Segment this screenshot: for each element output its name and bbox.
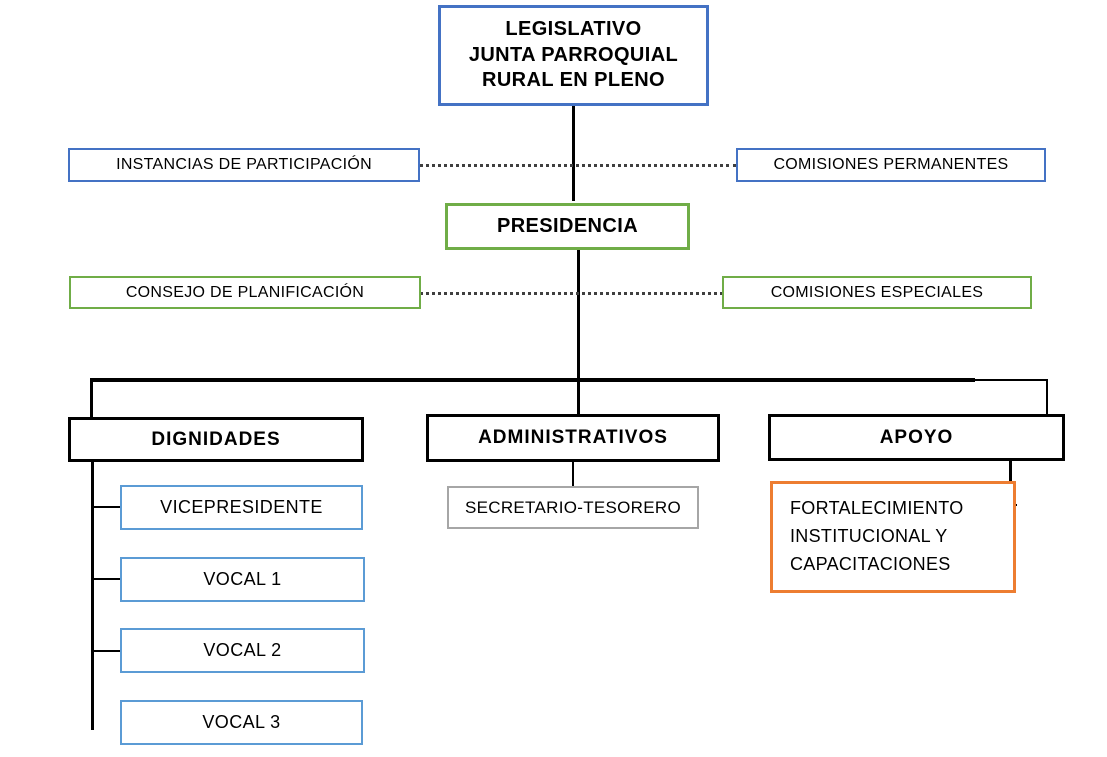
node-apoyo[interactable]: APOYO xyxy=(768,414,1065,461)
node-vocal-1[interactable]: VOCAL 1 xyxy=(120,557,365,602)
connector-bar-to-dignidades xyxy=(90,378,93,418)
node-vocal-3[interactable]: VOCAL 3 xyxy=(120,700,363,745)
node-vicepresidente[interactable]: VICEPRESIDENTE xyxy=(120,485,363,530)
node-dignidades[interactable]: DIGNIDADES xyxy=(68,417,364,462)
connector-main-bar-right-extension xyxy=(975,379,1048,381)
node-consejo-de-planificacion-label: CONSEJO DE PLANIFICACIÓN xyxy=(125,283,365,301)
connector-presidencia-down xyxy=(577,250,580,380)
node-comisiones-permanentes[interactable]: COMISIONES PERMANENTES xyxy=(736,148,1046,182)
connector-bar-to-apoyo xyxy=(1046,379,1048,415)
node-presidencia-label: PRESIDENCIA xyxy=(496,215,639,237)
connector-dignidades-trunk xyxy=(91,462,94,730)
connector-bar-to-administrativos xyxy=(577,378,580,414)
node-instancias-de-participacion-label: INSTANCIAS DE PARTICIPACIÓN xyxy=(116,156,372,173)
node-administrativos-label: ADMINISTRATIVOS xyxy=(478,427,668,448)
node-instancias-de-participacion[interactable]: INSTANCIAS DE PARTICIPACIÓN xyxy=(68,148,420,182)
connector-stub-vocal-1 xyxy=(93,578,121,580)
connector-dotted-planificacion xyxy=(420,292,723,295)
node-dignidades-label: DIGNIDADES xyxy=(151,428,281,450)
node-consejo-de-planificacion[interactable]: CONSEJO DE PLANIFICACIÓN xyxy=(69,276,421,309)
node-secretario-tesorero-label: SECRETARIO-TESORERO xyxy=(464,497,682,517)
node-fortalecimiento-institucional-label: FORTALECIMIENTO INSTITUCIONAL Y CAPACITA… xyxy=(790,498,964,574)
connector-main-bar xyxy=(90,378,975,382)
node-presidencia[interactable]: PRESIDENCIA xyxy=(445,203,690,250)
node-comisiones-especiales[interactable]: COMISIONES ESPECIALES xyxy=(722,276,1032,309)
node-comisiones-especiales-label: COMISIONES ESPECIALES xyxy=(770,283,984,301)
node-administrativos[interactable]: ADMINISTRATIVOS xyxy=(426,414,720,462)
node-comisiones-permanentes-label: COMISIONES PERMANENTES xyxy=(773,156,1009,173)
connector-administrativos-secretario xyxy=(572,462,574,487)
node-legislativo[interactable]: LEGISLATIVO JUNTA PARROQUIAL RURAL EN PL… xyxy=(438,5,709,106)
connector-legislativo-presidencia xyxy=(572,106,575,201)
node-vocal-2-label: VOCAL 2 xyxy=(203,640,282,660)
node-vocal-3-label: VOCAL 3 xyxy=(202,712,281,732)
node-vocal-1-label: VOCAL 1 xyxy=(203,569,282,589)
node-secretario-tesorero[interactable]: SECRETARIO-TESORERO xyxy=(447,486,699,529)
node-vicepresidente-label: VICEPRESIDENTE xyxy=(160,497,323,517)
node-apoyo-label: APOYO xyxy=(879,426,954,448)
node-vocal-2[interactable]: VOCAL 2 xyxy=(120,628,365,673)
connector-stub-vicepresidente xyxy=(93,506,121,508)
connector-dotted-participacion xyxy=(419,164,737,167)
node-legislativo-label: LEGISLATIVO JUNTA PARROQUIAL RURAL EN PL… xyxy=(468,18,679,92)
node-fortalecimiento-institucional[interactable]: FORTALECIMIENTO INSTITUCIONAL Y CAPACITA… xyxy=(770,481,1016,593)
connector-stub-vocal-2 xyxy=(93,650,121,652)
